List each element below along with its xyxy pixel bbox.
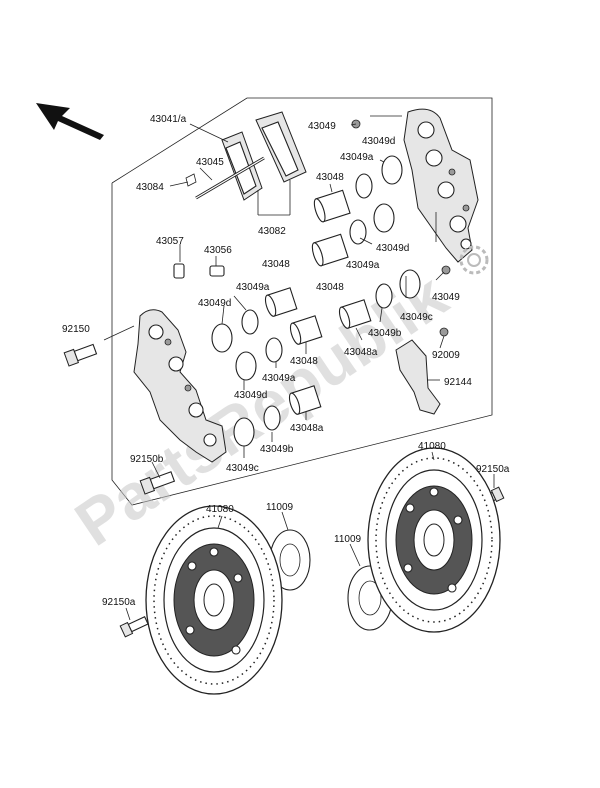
label-43048: 43048 [316, 172, 344, 183]
caliper-bracket [395, 339, 441, 415]
label-43049d: 43049d [362, 136, 395, 147]
pad-pin [185, 156, 265, 200]
label-11009: 11009 [266, 502, 294, 513]
label-43049d: 43049d [234, 390, 267, 401]
bleed-valve-parts [173, 119, 451, 337]
label-11009: 11009 [334, 534, 362, 545]
label-43049c: 43049c [400, 312, 433, 323]
label-41080: 41080 [418, 441, 446, 452]
label-92150b: 92150b [130, 454, 164, 465]
label-43048a: 43048a [344, 347, 378, 358]
label-92144: 92144 [444, 377, 472, 388]
leader-lines [103, 115, 495, 621]
label-43045: 43045 [196, 157, 224, 168]
label-43049a: 43049a [340, 152, 374, 163]
brake-disc-left [145, 505, 283, 695]
label-43049a: 43049a [236, 282, 270, 293]
label-43048: 43048 [262, 259, 290, 270]
label-43082: 43082 [258, 226, 286, 237]
label-43049: 43049 [432, 292, 460, 303]
caliper-assembly-boundary [111, 97, 493, 506]
label-43041a: 43041/a [150, 114, 187, 125]
label-43048: 43048 [316, 282, 344, 293]
part-labels: 43041/a 43049 43049d 43049a 43045 43084 … [62, 114, 510, 608]
label-43049c: 43049c [226, 463, 259, 474]
label-43049a: 43049a [346, 260, 380, 271]
label-43049b: 43049b [260, 444, 294, 455]
label-43049d: 43049d [198, 298, 231, 309]
label-43048a: 43048a [290, 423, 324, 434]
caliper-half-left [133, 309, 227, 463]
label-43049: 43049 [308, 121, 336, 132]
brake-disc-right [367, 447, 501, 633]
label-43049a: 43049a [262, 373, 296, 384]
label-92150a: 92150a [476, 464, 510, 475]
gear-icon [459, 245, 489, 275]
label-92009: 92009 [432, 350, 460, 361]
label-92150a: 92150a [102, 597, 136, 608]
label-92150: 92150 [62, 324, 90, 335]
piston-seals [211, 155, 421, 447]
label-41080: 41080 [206, 504, 234, 515]
label-43056: 43056 [204, 245, 232, 256]
pistons [264, 189, 372, 415]
label-43048: 43048 [290, 356, 318, 367]
direction-arrow-icon [36, 103, 104, 140]
brake-pads [221, 111, 307, 216]
caliper-half-right [403, 108, 479, 263]
caliper-mounting-bolts [63, 343, 176, 495]
label-43084: 43084 [136, 182, 164, 193]
label-43057: 43057 [156, 236, 184, 247]
label-43049d: 43049d [376, 243, 409, 254]
label-43049b: 43049b [368, 328, 402, 339]
